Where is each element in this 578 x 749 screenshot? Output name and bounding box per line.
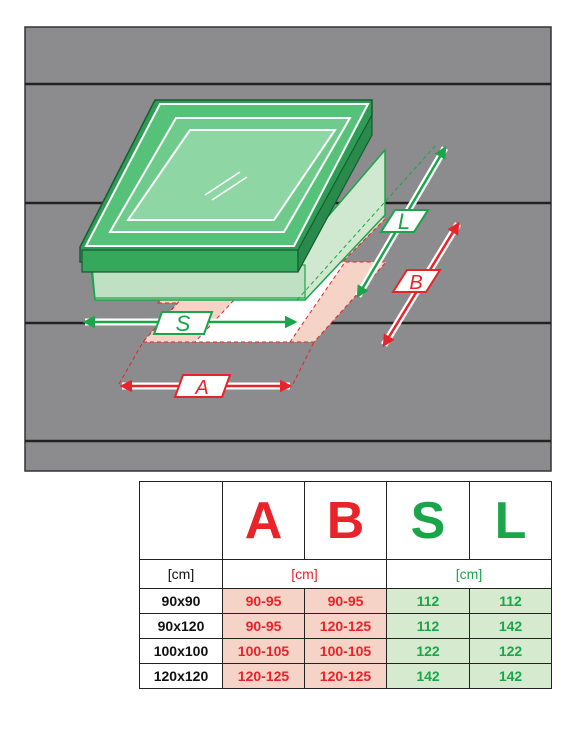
table-row: 90x90 90-95 90-95 112 112 [139, 587, 552, 614]
value-s: 112 [386, 587, 470, 614]
header-s: S [386, 480, 470, 561]
value-a: 90-95 [222, 587, 305, 614]
value-a: 100-105 [222, 637, 305, 664]
size-label: 90x90 [139, 587, 223, 614]
value-s: 142 [386, 662, 470, 690]
value-b: 120-125 [304, 612, 387, 639]
label-l: L [398, 209, 410, 234]
table-row: 90x120 90-95 120-125 112 142 [139, 612, 552, 639]
header-a: A [222, 480, 305, 561]
value-b: 90-95 [304, 587, 387, 614]
dimension-a: A [118, 341, 315, 399]
value-l: 112 [469, 587, 552, 614]
dimension-s: S [82, 311, 298, 336]
value-b: 120-125 [304, 662, 387, 690]
unit-ab: [cm] [222, 559, 387, 589]
skylight-illustration: S L A B [24, 26, 552, 472]
header-l: L [469, 480, 552, 561]
label-s: S [176, 311, 191, 336]
table-row: 100x100 100-105 100-105 122 122 [139, 637, 552, 664]
value-a: 90-95 [222, 612, 305, 639]
label-a: A [194, 377, 208, 399]
value-a: 120-125 [222, 662, 305, 690]
header-row: A B S L [139, 480, 552, 561]
value-l: 142 [469, 612, 552, 639]
dimension-b: B [381, 221, 461, 348]
header-b: B [304, 480, 387, 561]
label-b: B [409, 272, 422, 294]
unit-label: [cm] [139, 559, 223, 589]
table-row: 120x120 120-125 120-125 142 142 [139, 662, 552, 690]
header-empty-cell [139, 480, 223, 561]
size-table: A B S L [cm] [cm] [cm] 90x90 90-95 90-95… [139, 480, 552, 690]
unit-row: [cm] [cm] [cm] [139, 559, 552, 589]
size-label: 120x120 [139, 662, 223, 690]
value-s: 122 [386, 637, 470, 664]
size-label: 90x120 [139, 612, 223, 639]
value-b: 100-105 [304, 637, 387, 664]
size-label: 100x100 [139, 637, 223, 664]
unit-sl: [cm] [386, 559, 552, 589]
skylight-frame [79, 99, 373, 273]
value-l: 122 [469, 637, 552, 664]
value-s: 112 [386, 612, 470, 639]
value-l: 142 [469, 662, 552, 690]
